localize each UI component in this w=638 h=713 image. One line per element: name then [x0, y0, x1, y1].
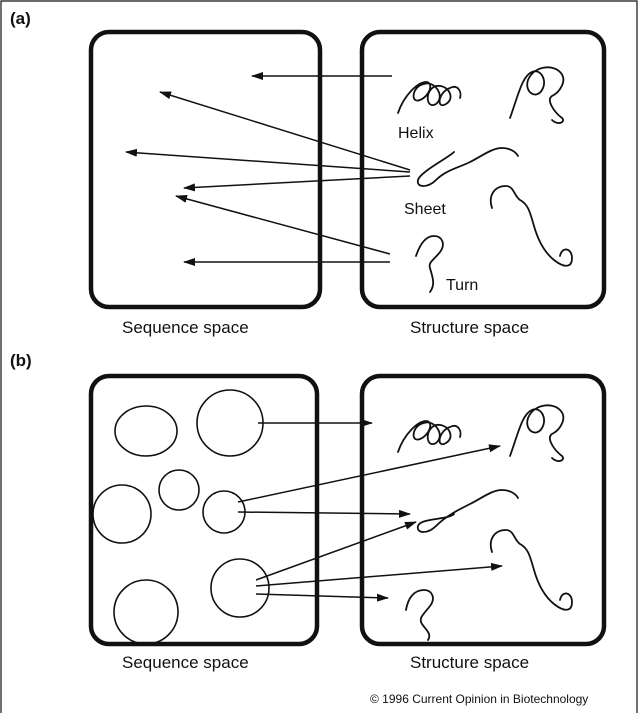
- arrow-a-sheet-to-sequence-2: [126, 152, 410, 172]
- arrow-b-cluster5-to-sheet: [238, 512, 410, 514]
- helix-label: Helix: [398, 125, 434, 142]
- sequence-cluster-1: [115, 406, 177, 456]
- structure-space-caption-b: Structure space: [410, 653, 529, 672]
- copyright-credit: © 1996 Current Opinion in Biotechnology: [370, 692, 588, 706]
- coil-structure-b-top-right: [510, 405, 563, 461]
- sequence-space-box-b: [91, 376, 317, 644]
- structure-space-box-b: [362, 376, 604, 644]
- sequence-cluster-6: [114, 580, 178, 644]
- arrow-a-sheet-to-sequence-1: [160, 92, 410, 170]
- sequence-space-box-a: [91, 32, 320, 307]
- sheet-structure-a: [418, 148, 518, 186]
- sequence-space-caption-a: Sequence space: [122, 318, 249, 337]
- sequence-cluster-3: [159, 470, 199, 510]
- coil-structure-a-top-right: [510, 67, 563, 123]
- arrow-b-cluster7-to-turn: [256, 594, 388, 598]
- sequence-cluster-7: [211, 559, 269, 617]
- arrow-a-sheet-to-sequence-3: [184, 176, 410, 188]
- arrow-b-cluster7-to-sheet: [256, 522, 416, 580]
- sheet-label: Sheet: [404, 201, 446, 218]
- panel-b: (b) Sequence space Structure space: [10, 351, 604, 672]
- sheet-structure-b: [418, 490, 518, 532]
- arrow-b-cluster7-to-coil: [256, 566, 502, 586]
- panel-a-letter: (a): [10, 9, 31, 28]
- turn-structure-b: [406, 590, 433, 640]
- panel-b-letter: (b): [10, 351, 32, 370]
- structure-space-caption-a: Structure space: [410, 318, 529, 337]
- coil-structure-a-mid-right: [491, 186, 572, 266]
- turn-label: Turn: [446, 277, 478, 294]
- panel-a: (a) Helix Sheet Turn Sequence space Stru…: [10, 9, 604, 337]
- helix-structure-b: [398, 421, 461, 452]
- arrow-a-turn-to-sequence-1: [176, 196, 390, 254]
- helix-structure-a: [398, 82, 461, 113]
- sequence-cluster-4: [93, 485, 151, 543]
- sequence-cluster-2: [197, 390, 263, 456]
- sequence-space-caption-b: Sequence space: [122, 653, 249, 672]
- coil-structure-b-mid-right: [491, 530, 572, 610]
- turn-structure-a: [416, 236, 443, 292]
- arrow-b-cluster5-to-coil: [238, 446, 500, 502]
